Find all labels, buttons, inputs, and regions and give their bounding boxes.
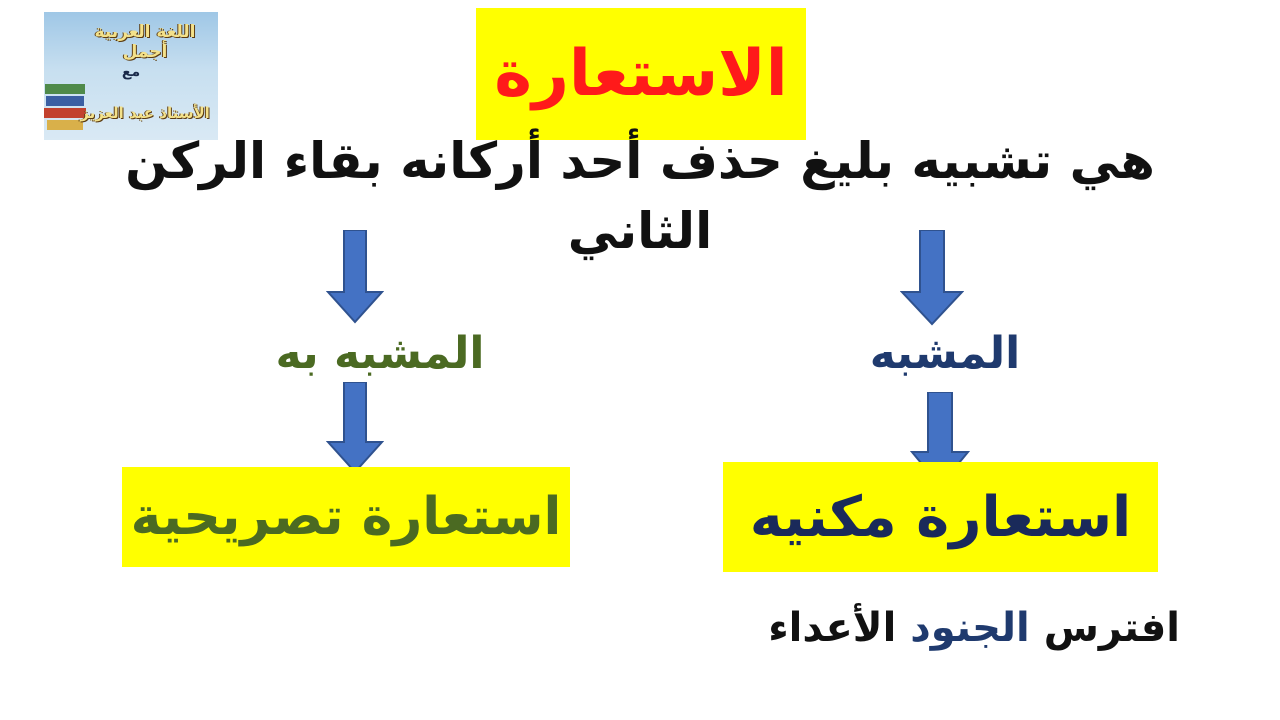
example-sentence: افترس الجنود الأعداء xyxy=(700,605,1180,651)
logo-line-2: مع xyxy=(121,64,141,80)
example-word-1: افترس xyxy=(1043,605,1180,651)
arrow-down-icon xyxy=(326,382,384,474)
definition-text: هي تشبيه بليغ حذف أحد أركانه بقاء الركن … xyxy=(125,132,1155,260)
title-box: الاستعارة xyxy=(476,8,806,140)
page-title: الاستعارة xyxy=(494,37,788,111)
example-word-2: الجنود xyxy=(910,605,1030,651)
result-makniya: استعارة مكنيه xyxy=(749,484,1132,550)
example-word-3: الأعداء xyxy=(768,605,897,651)
arrow-down-icon xyxy=(900,230,964,326)
logo: اللغة العربية أجمل مع الأستاذ عبد العزيز xyxy=(44,12,218,140)
result-box-makniya: استعارة مكنيه xyxy=(723,462,1158,572)
result-tasrihiya: استعارة تصريحية xyxy=(130,487,562,547)
branch-label-mushabbah-bih: المشبه به xyxy=(275,328,485,379)
logo-line-1: اللغة العربية أجمل xyxy=(94,22,196,62)
arrow-down-icon xyxy=(326,230,384,324)
branch-label-mushabbah: المشبه xyxy=(869,328,1021,379)
logo-line-3: الأستاذ عبد العزيز xyxy=(80,104,210,122)
result-box-tasrihiya: استعارة تصريحية xyxy=(122,467,570,567)
books-icon xyxy=(44,46,88,136)
